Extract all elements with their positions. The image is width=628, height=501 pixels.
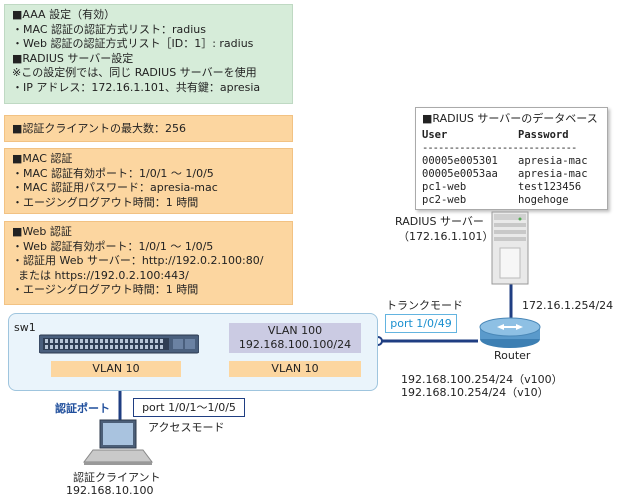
radius-db-password: hogehoge bbox=[518, 193, 569, 206]
vlan10-interface-box: VLAN 10 bbox=[229, 361, 361, 377]
radius-db-user: pc1-web bbox=[422, 180, 467, 193]
radius-db-title: ■RADIUS サーバーのデータベース bbox=[422, 112, 598, 125]
radius-db-row: pc1-web test123456 bbox=[422, 181, 601, 194]
switch-icon bbox=[39, 334, 199, 354]
radius-db-col-password: Password bbox=[518, 128, 569, 141]
radius-db-user: 00005e005301 bbox=[422, 154, 498, 167]
web-auth-box: ■Web 認証 ・Web 認証有効ポート：1/0/1 ～ 1/0/5 ・認証用 … bbox=[4, 221, 293, 305]
radius-db-password: apresia-mac bbox=[518, 154, 588, 167]
max-clients-text: ■認証クライアントの最大数：256 bbox=[12, 122, 186, 135]
web-auth-line: または https://192.0.2.100:443/ bbox=[18, 268, 189, 282]
router-ip-v100: 192.168.100.254/24（v100） bbox=[401, 373, 563, 386]
vlan100-ip: 192.168.100.100/24 bbox=[238, 338, 352, 351]
vlan10-access-box: VLAN 10 bbox=[51, 361, 181, 377]
radius-db-row: 00005e005301 apresia-mac bbox=[422, 155, 601, 168]
mac-auth-line: ・エージングログアウト時間：1 時間 bbox=[12, 195, 199, 209]
aaa-line: ・Web 認証の認証方式リスト［ID：1］: radius bbox=[12, 37, 254, 50]
radius-db-user: pc2-web bbox=[422, 193, 467, 206]
radius-database-box: ■RADIUS サーバーのデータベース User Password ------… bbox=[415, 107, 608, 210]
radius-db-password: apresia-mac bbox=[518, 167, 588, 180]
router-ip-v10: 192.168.10.254/24（v10） bbox=[401, 386, 549, 399]
aaa-settings-box: ■AAA 設定（有効） ・MAC 認証の認証方式リスト：radius ・Web … bbox=[4, 4, 293, 104]
auth-port-label: 認証ポート bbox=[55, 402, 110, 415]
mac-auth-box: ■MAC 認証 ・MAC 認証有効ポート：1/0/1 ～ 1/0/5 ・MAC … bbox=[4, 148, 293, 214]
aaa-line: ■AAA 設定（有効） bbox=[12, 8, 116, 21]
laptop-icon bbox=[83, 419, 153, 465]
mac-auth-line: ■MAC 認証 bbox=[12, 152, 73, 165]
client-label: 認証クライアント bbox=[73, 471, 161, 484]
radius-db-row: 00005e0053aa apresia-mac bbox=[422, 168, 601, 181]
trunk-port-label: port 1/0/49 bbox=[385, 314, 457, 333]
aaa-line: ・MAC 認証の認証方式リスト：radius bbox=[12, 22, 207, 36]
trunk-mode-label: トランクモード bbox=[386, 299, 463, 312]
aaa-line: ■RADIUS サーバー設定 bbox=[12, 51, 134, 65]
client-ip: 192.168.10.100 bbox=[66, 484, 154, 497]
access-mode-label: アクセスモード bbox=[148, 421, 225, 434]
radius-db-row: pc2-web hogehoge bbox=[422, 194, 601, 207]
vlan100-box: VLAN 100 192.168.100.100/24 bbox=[229, 323, 361, 353]
radius-server-label: RADIUS サーバー bbox=[395, 215, 484, 228]
radius-db-header: User Password bbox=[422, 129, 601, 142]
aaa-line: ・IP アドレス：172.16.1.101、共有鍵：apresia bbox=[12, 80, 261, 94]
web-auth-line: ・認証用 Web サーバー：http://192.0.2.100:80/ bbox=[12, 254, 264, 267]
sw1-label: sw1 bbox=[14, 321, 36, 334]
mac-auth-line: ・MAC 認証用パスワード：apresia-mac bbox=[12, 181, 218, 194]
radius-server-ip: （172.16.1.101） bbox=[398, 230, 494, 243]
radius-server-icon bbox=[491, 211, 529, 285]
radius-db-separator: ----------------------------- bbox=[422, 141, 577, 154]
access-port-label: port 1/0/1～1/0/5 bbox=[133, 398, 245, 417]
web-auth-line: ・Web 認証有効ポート：1/0/1 ～ 1/0/5 bbox=[12, 239, 214, 253]
max-clients-box: ■認証クライアントの最大数：256 bbox=[4, 115, 293, 142]
aaa-line: ※この設定例では、同じ RADIUS サーバーを使用 bbox=[12, 66, 257, 79]
radius-db-user: 00005e0053aa bbox=[422, 167, 498, 180]
web-auth-line: ・エージングログアウト時間：1 時間 bbox=[12, 283, 199, 296]
vlan100-name: VLAN 100 bbox=[267, 324, 323, 337]
web-auth-line: ■Web 認証 bbox=[12, 225, 72, 238]
radius-db-col-user: User bbox=[422, 128, 448, 141]
router-icon bbox=[479, 317, 541, 348]
router-label: Router bbox=[494, 349, 531, 362]
server-link-ip: 172.16.1.254/24 bbox=[522, 299, 614, 312]
mac-auth-line: ・MAC 認証有効ポート：1/0/1 ～ 1/0/5 bbox=[12, 166, 214, 180]
radius-db-password: test123456 bbox=[518, 180, 582, 193]
